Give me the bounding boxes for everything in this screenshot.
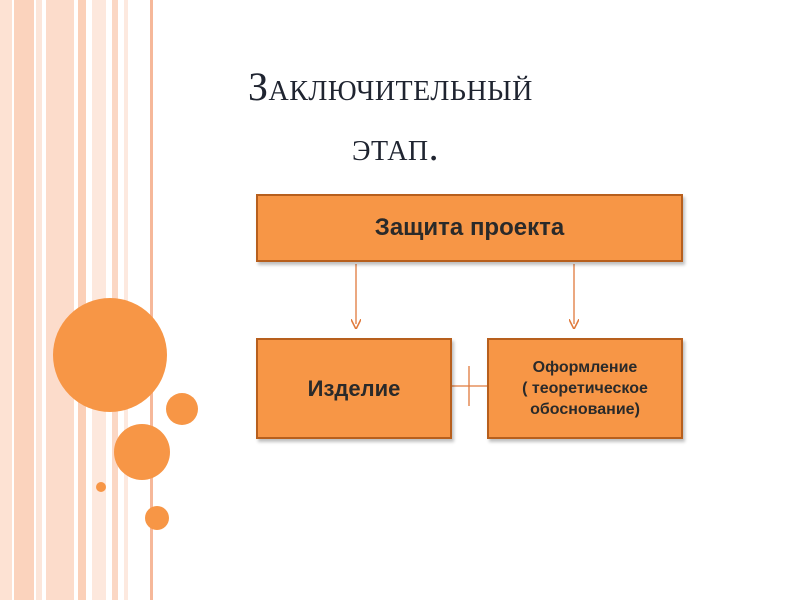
documentation-line-1: Оформление [532,359,638,376]
slide-title: Заключительный этап. [248,62,668,172]
title-line-1: Заключительный [248,64,533,109]
medium-circle [114,424,170,480]
documentation-box: Оформление ( теоретическое обоснование) [487,338,683,439]
project-defense-box: Защита проекта [256,194,683,262]
product-label: Изделие [307,375,401,401]
product-box: Изделие [256,338,452,439]
title-line-2: этап. [352,124,440,169]
small-circle-right [166,393,198,425]
small-circle-bottom [145,506,169,530]
documentation-line-2: ( теоретическое [522,380,648,397]
large-circle [53,298,167,412]
tiny-circle [96,482,106,492]
project-defense-label: Защита проекта [374,214,565,241]
documentation-line-3: обоснование) [530,401,640,418]
